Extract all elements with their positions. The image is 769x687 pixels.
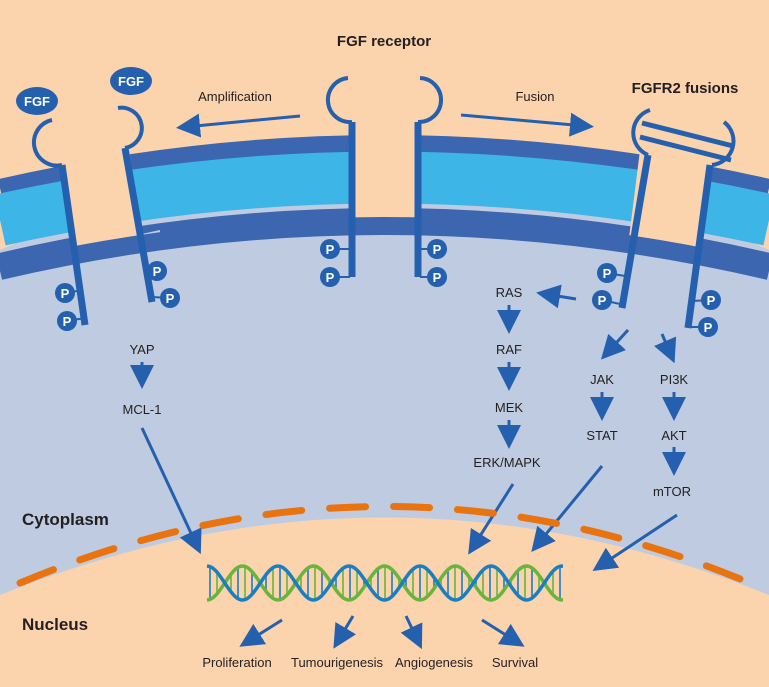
outcome-angiogenesis: Angiogenesis — [395, 655, 474, 670]
outcome-labels: Proliferation Tumourigenesis Angiogenesi… — [202, 655, 538, 670]
fusion-label: Fusion — [515, 89, 554, 104]
phosphate-label: P — [326, 270, 335, 285]
phosphate-icon — [55, 283, 75, 303]
pathway-labels: YAP MCL-1 RAS RAF MEK ERK/MAPK JAK STAT … — [122, 285, 691, 499]
receptor-fusion-b — [684, 164, 714, 329]
phosphate-label: P — [707, 293, 716, 308]
phosphate-label: P — [63, 314, 72, 329]
phosphate-icon — [320, 239, 340, 259]
label-pi3k: PI3K — [660, 372, 689, 387]
amplification-arrow — [176, 113, 301, 138]
label-mek: MEK — [495, 400, 524, 415]
fgf-label: FGF — [118, 74, 144, 89]
phosphate-icon — [592, 290, 612, 310]
nucleus-region — [0, 517, 769, 687]
phosphate-icon — [701, 290, 721, 310]
receptor-fusion-a — [618, 154, 652, 309]
label-mcl1: MCL-1 — [122, 402, 161, 417]
label-erk-mapk: ERK/MAPK — [473, 455, 541, 470]
fgfr2-fusions-title: FGFR2 fusions — [632, 80, 739, 97]
outcome-survival: Survival — [492, 655, 538, 670]
membrane-inner-edge — [0, 217, 769, 280]
fgf-ligand-1: FGF — [16, 87, 58, 115]
phosphate-icon — [698, 317, 718, 337]
cytoplasm-label: Cytoplasm — [22, 510, 109, 529]
nuclear-envelope — [16, 503, 754, 587]
dna-strand-green — [206, 564, 563, 602]
phosphate-icon — [147, 261, 167, 281]
label-raf: RAF — [496, 342, 522, 357]
cytoplasm-overlay — [0, 227, 769, 360]
nucleus-label: Nucleus — [22, 615, 88, 634]
phosphate-icon — [160, 288, 180, 308]
label-ras: RAS — [496, 285, 523, 300]
label-stat: STAT — [586, 428, 617, 443]
phosphate-label: P — [598, 293, 607, 308]
fgf-ligand-2: FGF — [110, 67, 152, 95]
label-jak: JAK — [590, 372, 614, 387]
label-yap: YAP — [129, 342, 154, 357]
receptors — [31, 76, 736, 329]
phosphate-label: P — [433, 242, 442, 257]
phosphate-icon — [57, 311, 77, 331]
phosphate-icon — [427, 239, 447, 259]
phosphate-label: P — [603, 266, 612, 281]
outcome-tumourigenesis: Tumourigenesis — [291, 655, 384, 670]
outcome-proliferation: Proliferation — [202, 655, 271, 670]
phosphate-label: P — [433, 270, 442, 285]
receptor-left-b — [121, 147, 156, 303]
fgf-label: FGF — [24, 94, 50, 109]
fgf-receptor-title: FGF receptor — [337, 33, 431, 50]
phosphate-icon — [597, 263, 617, 283]
phosphate-label: P — [166, 291, 175, 306]
amplification-label: Amplification — [198, 89, 272, 104]
dna-strand-blue — [206, 564, 563, 602]
phosphate-icon — [320, 267, 340, 287]
phosphate-label: P — [153, 264, 162, 279]
receptor-left-a — [58, 164, 89, 326]
label-akt: AKT — [661, 428, 686, 443]
phosphate-icon — [427, 267, 447, 287]
fusion-arrow — [460, 112, 594, 137]
label-mtor: mTOR — [653, 484, 691, 499]
phosphate-label: P — [326, 242, 335, 257]
phosphate-label: P — [704, 320, 713, 335]
dna-double-helix — [206, 564, 563, 602]
phosphate-label: P — [61, 286, 70, 301]
